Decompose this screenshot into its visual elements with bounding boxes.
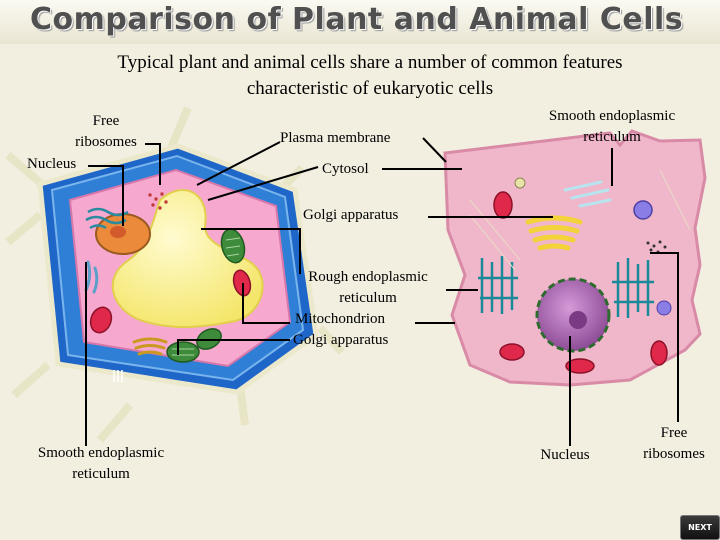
- label-animal-nucleus: Nucleus: [525, 445, 605, 466]
- label-animal-smooth-er-line1: Smooth endoplasmic: [522, 106, 702, 127]
- animal-nucleolus: [569, 311, 587, 329]
- label-plant-free-ribosomes-line1: Free: [56, 111, 156, 132]
- label-rough-er-line2: reticulum: [283, 288, 453, 309]
- label-plasma-membrane: Plasma membrane: [280, 128, 390, 149]
- label-animal-free-ribosomes: Free ribosomes: [628, 423, 720, 465]
- label-animal-smooth-er: Smooth endoplasmic reticulum: [522, 106, 702, 148]
- label-cytosol: Cytosol: [322, 159, 369, 180]
- next-button[interactable]: NEXT: [680, 515, 720, 540]
- label-plant-free-ribosomes-line2: ribosomes: [56, 132, 156, 153]
- label-mitochondrion: Mitochondrion: [295, 309, 385, 330]
- label-plant-smooth-er-line2: reticulum: [6, 464, 196, 485]
- label-plant-free-ribosomes: Free ribosomes: [56, 111, 156, 153]
- label-plant-smooth-er-line1: Smooth endoplasmic: [6, 443, 196, 464]
- label-rough-er-line1: Rough endoplasmic: [283, 267, 453, 288]
- label-golgi-bottom: Golgi apparatus: [293, 330, 388, 351]
- label-rough-er: Rough endoplasmic reticulum: [283, 267, 453, 309]
- label-animal-free-ribosomes-line2: ribosomes: [628, 444, 720, 465]
- label-animal-free-ribosomes-line1: Free: [628, 423, 720, 444]
- plant-nucleolus: [110, 226, 126, 238]
- label-plant-nucleus: Nucleus: [27, 154, 76, 175]
- label-plant-smooth-er: Smooth endoplasmic reticulum: [6, 443, 196, 485]
- label-golgi-top: Golgi apparatus: [303, 205, 398, 226]
- label-animal-smooth-er-line2: reticulum: [522, 127, 702, 148]
